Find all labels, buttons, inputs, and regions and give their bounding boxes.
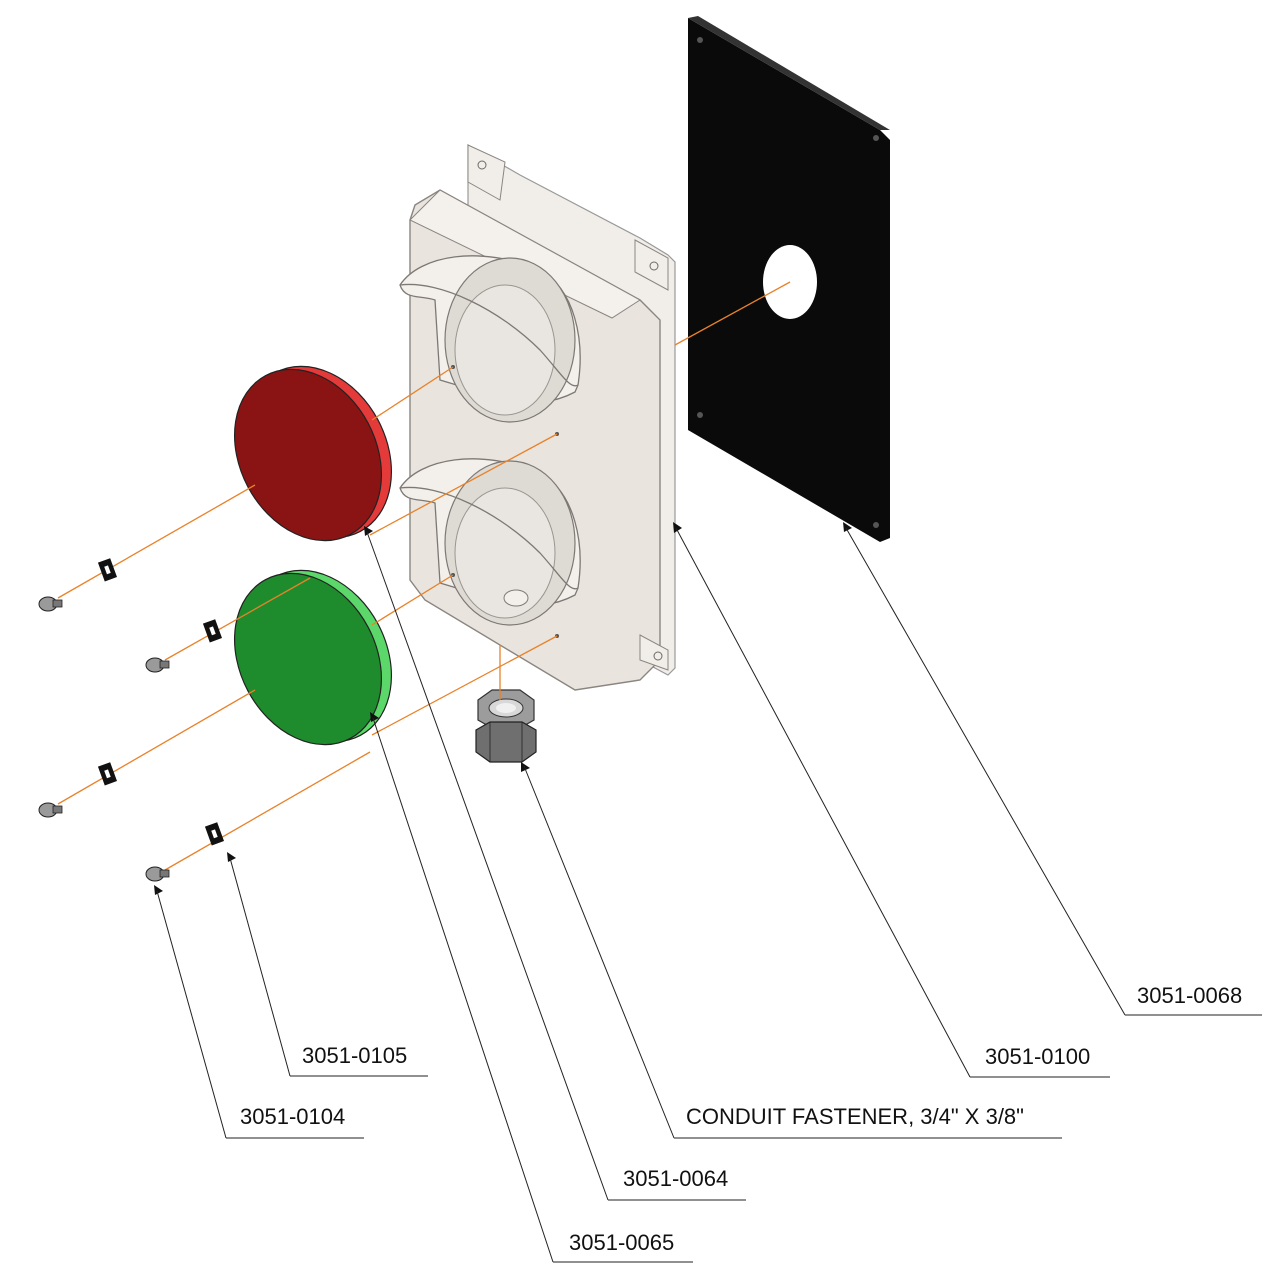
label-3051-0105: 3051-0105 [302,1043,407,1068]
housing-part [399,143,676,691]
callout-3051-0068: 3051-0068 [843,522,1262,1016]
callout-3051-0104: 3051-0104 [154,885,364,1139]
red-lens-part [233,365,393,542]
callout-3051-0065: 3051-0065 [370,712,693,1263]
screw-parts [38,596,170,882]
label-3051-0068: 3051-0068 [1137,983,1242,1008]
callout-3051-0064: 3051-0064 [364,526,746,1201]
assembly-lines [57,281,791,871]
conduit-fastener-part [475,689,537,763]
label-3051-0104: 3051-0104 [240,1104,345,1129]
green-lens-part [233,569,393,746]
clip-parts [97,558,224,846]
label-3051-0100: 3051-0100 [985,1044,1090,1069]
label-3051-0064: 3051-0064 [623,1166,728,1191]
gasket-part [688,16,890,542]
label-conduit-fastener: CONDUIT FASTENER, 3/4" X 3/8" [686,1104,1024,1129]
callout-conduit-fastener: CONDUIT FASTENER, 3/4" X 3/8" [521,762,1062,1139]
label-3051-0065: 3051-0065 [569,1230,674,1255]
callout-3051-0105: 3051-0105 [227,852,428,1077]
callout-3051-0100: 3051-0100 [673,522,1110,1078]
